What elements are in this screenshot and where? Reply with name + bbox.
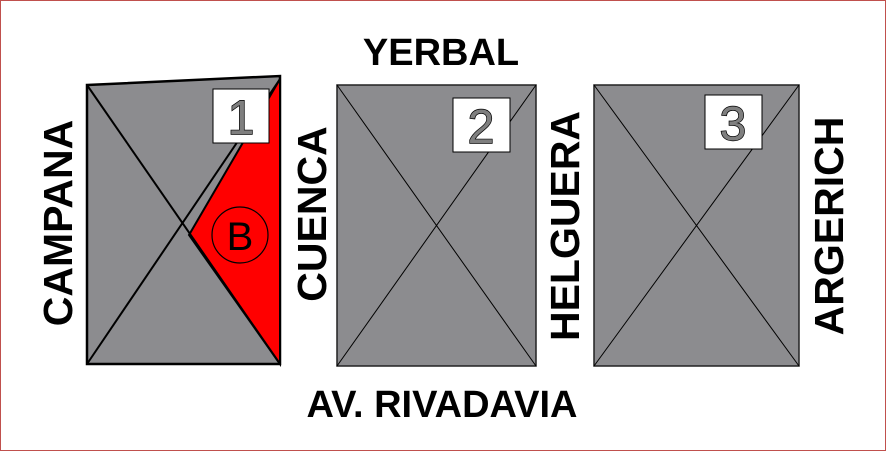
block-3-number: 3 — [720, 98, 747, 151]
block-1-number: 1 — [228, 92, 255, 145]
block-3-diagonal-b — [593, 84, 800, 367]
zone-b-label: B — [227, 215, 254, 259]
street-label-between-1-2: CUENCA — [289, 126, 335, 301]
block-1-diagonal-a — [86, 84, 281, 365]
block-2-number-box — [452, 97, 511, 153]
zone-b-circle — [211, 206, 269, 264]
block-2[interactable]: 2 — [336, 84, 537, 367]
street-label-left: CAMPANA — [35, 120, 81, 327]
block-1[interactable]: 1 B — [85, 74, 282, 368]
street-label-between-2-3: HELGUERA — [542, 111, 588, 341]
block-1-number-box — [212, 88, 270, 144]
block-3[interactable]: 3 — [593, 84, 800, 367]
block-3-number-box — [704, 94, 763, 150]
block-2-number: 2 — [468, 101, 495, 154]
street-label-top: YERBAL — [363, 32, 519, 74]
street-label-bottom: AV. RIVADAVIA — [307, 384, 578, 426]
street-label-right: ARGERICH — [806, 117, 852, 336]
